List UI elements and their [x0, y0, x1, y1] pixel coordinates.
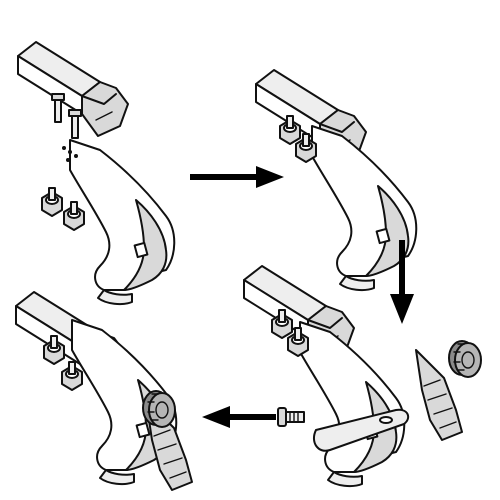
knob-icon	[448, 340, 482, 378]
hex-nut-icon	[61, 361, 83, 391]
hex-nut-icon	[63, 201, 85, 231]
arrow-right-icon	[190, 166, 284, 188]
foot-body-icon	[299, 321, 406, 488]
step-2-assembled-foot	[255, 69, 418, 292]
screw-icon	[51, 93, 82, 139]
step-1-exploded-foot	[17, 41, 176, 306]
arrow-down-icon	[390, 240, 414, 324]
foot-body-icon	[62, 139, 176, 306]
hex-nut-icon	[41, 187, 63, 217]
arrow-left-icon	[202, 406, 276, 428]
step-3-foot-with-clamp-parts	[243, 265, 482, 488]
step-4-foot-with-clamp-installed	[15, 291, 193, 491]
knob-icon	[142, 390, 176, 428]
bolt-icon	[277, 407, 305, 427]
